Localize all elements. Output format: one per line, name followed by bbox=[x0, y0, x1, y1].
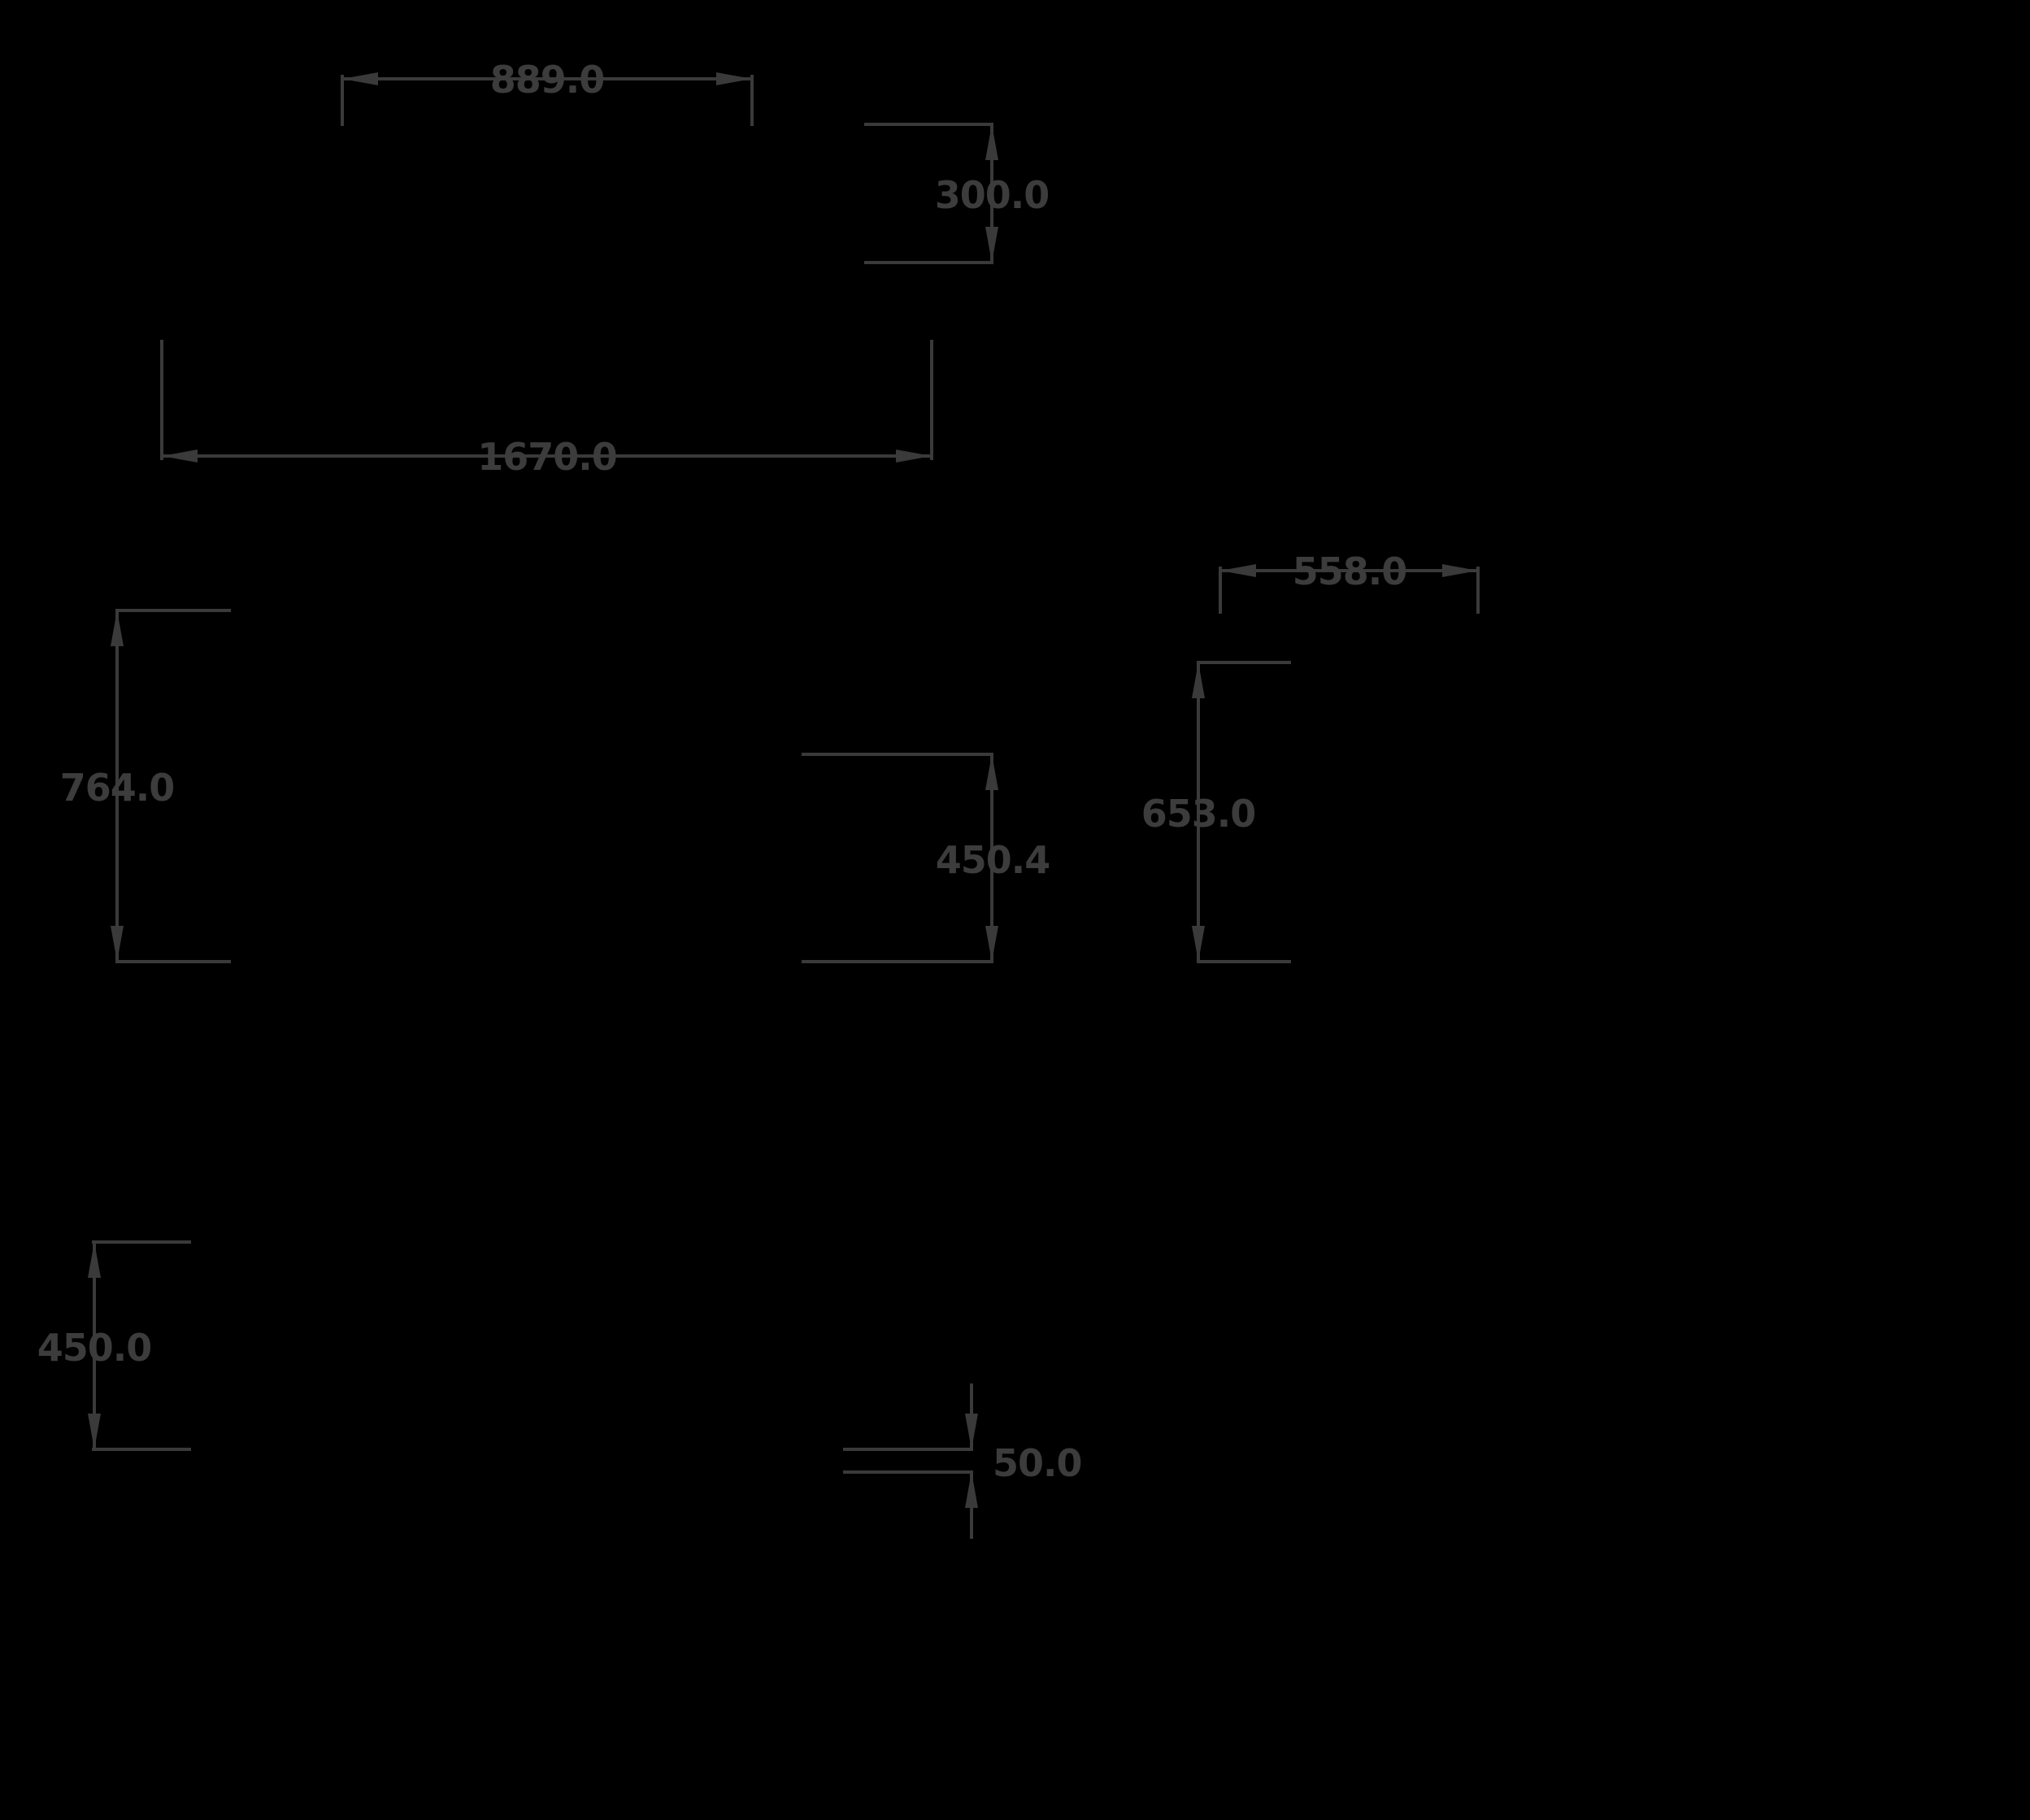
dimension-50: 50.0 bbox=[843, 1383, 1083, 1539]
dimension-label-764: 764.0 bbox=[60, 766, 175, 810]
dimension-label-450: 450.0 bbox=[37, 1326, 152, 1370]
dimension-1670: 1670.0 bbox=[160, 340, 933, 479]
dimension-label-653: 653.0 bbox=[1141, 792, 1256, 836]
dimension-label-1670: 1670.0 bbox=[477, 435, 617, 479]
dimension-450-4: 450.4 bbox=[802, 753, 1050, 963]
dimension-889: 889.0 bbox=[341, 58, 754, 126]
dimension-label-889: 889.0 bbox=[490, 58, 605, 102]
dimension-450: 450.0 bbox=[37, 1240, 191, 1451]
dimension-label-300: 300.0 bbox=[935, 173, 1050, 217]
dimension-558: 558.0 bbox=[1219, 549, 1480, 614]
dimension-764: 764.0 bbox=[60, 609, 231, 963]
dimension-label-558: 558.0 bbox=[1293, 549, 1407, 593]
dimension-label-50: 50.0 bbox=[993, 1441, 1082, 1485]
dimension-300: 300.0 bbox=[864, 123, 1050, 264]
dimension-label-450-4: 450.4 bbox=[936, 838, 1050, 882]
dimension-653: 653.0 bbox=[1141, 661, 1291, 963]
